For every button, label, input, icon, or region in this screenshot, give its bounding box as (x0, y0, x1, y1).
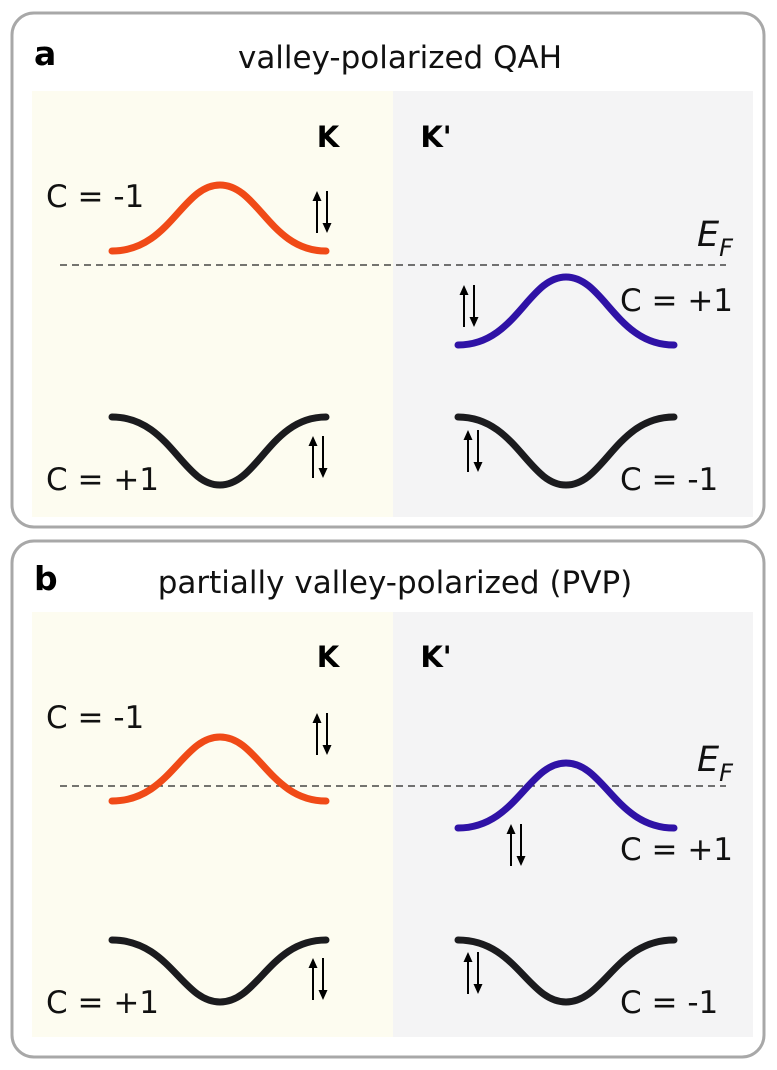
panel-b-chern-k-conduction: C = -1 (46, 700, 144, 736)
panel-a-frame (10, 11, 766, 529)
panel-b-k-conduction-band (108, 733, 330, 805)
panel-a-title: valley-polarized QAH (238, 40, 562, 76)
panel-a-k-region (32, 91, 393, 517)
panel-a-kp-valence-band (454, 413, 678, 489)
panel-a-kp-region (393, 91, 753, 517)
panel-b-fermi-level-label: EF (697, 740, 734, 787)
panel-a-chern-kp-valence: C = -1 (620, 462, 718, 498)
panel-b-valley-kp-label: K' (420, 640, 451, 674)
panel-b-letter: b (34, 559, 58, 598)
panel-a-chern-k-conduction: C = -1 (46, 179, 144, 215)
panel-a-kp-conduction-band (454, 273, 678, 349)
panel-a-fermi-level-label: EF (697, 215, 734, 262)
panel-b-frame (10, 539, 766, 1059)
panel-b-kp-region (393, 612, 753, 1037)
panel-a-valley-kp-label: K' (420, 120, 451, 154)
panel-b-chern-kp-conduction: C = +1 (620, 832, 733, 868)
panel-b-kp-valence-band (454, 936, 678, 1006)
panel-a-letter: a (34, 34, 56, 73)
panel-a-k-valence-band (108, 413, 330, 489)
panel-b-chern-kp-valence: C = -1 (620, 985, 718, 1021)
panel-b-chern-k-valence: C = +1 (46, 985, 159, 1021)
panel-a: a valley-polarized QAH K K' EF C = -1 C … (10, 11, 766, 529)
panel-b-k-region (32, 612, 393, 1037)
panel-a-valley-k-label: K (317, 120, 341, 154)
panel-b: b partially valley-polarized (PVP) K K' … (10, 539, 766, 1059)
panel-b-kp-conduction-band (454, 759, 678, 832)
panel-b-title: partially valley-polarized (PVP) (158, 565, 633, 601)
panel-a-chern-k-valence: C = +1 (46, 462, 159, 498)
panel-b-k-valence-band (108, 936, 330, 1006)
panel-a-chern-kp-conduction: C = +1 (620, 283, 733, 319)
panel-b-valley-k-label: K (317, 640, 341, 674)
panel-a-k-conduction-band (108, 181, 330, 255)
